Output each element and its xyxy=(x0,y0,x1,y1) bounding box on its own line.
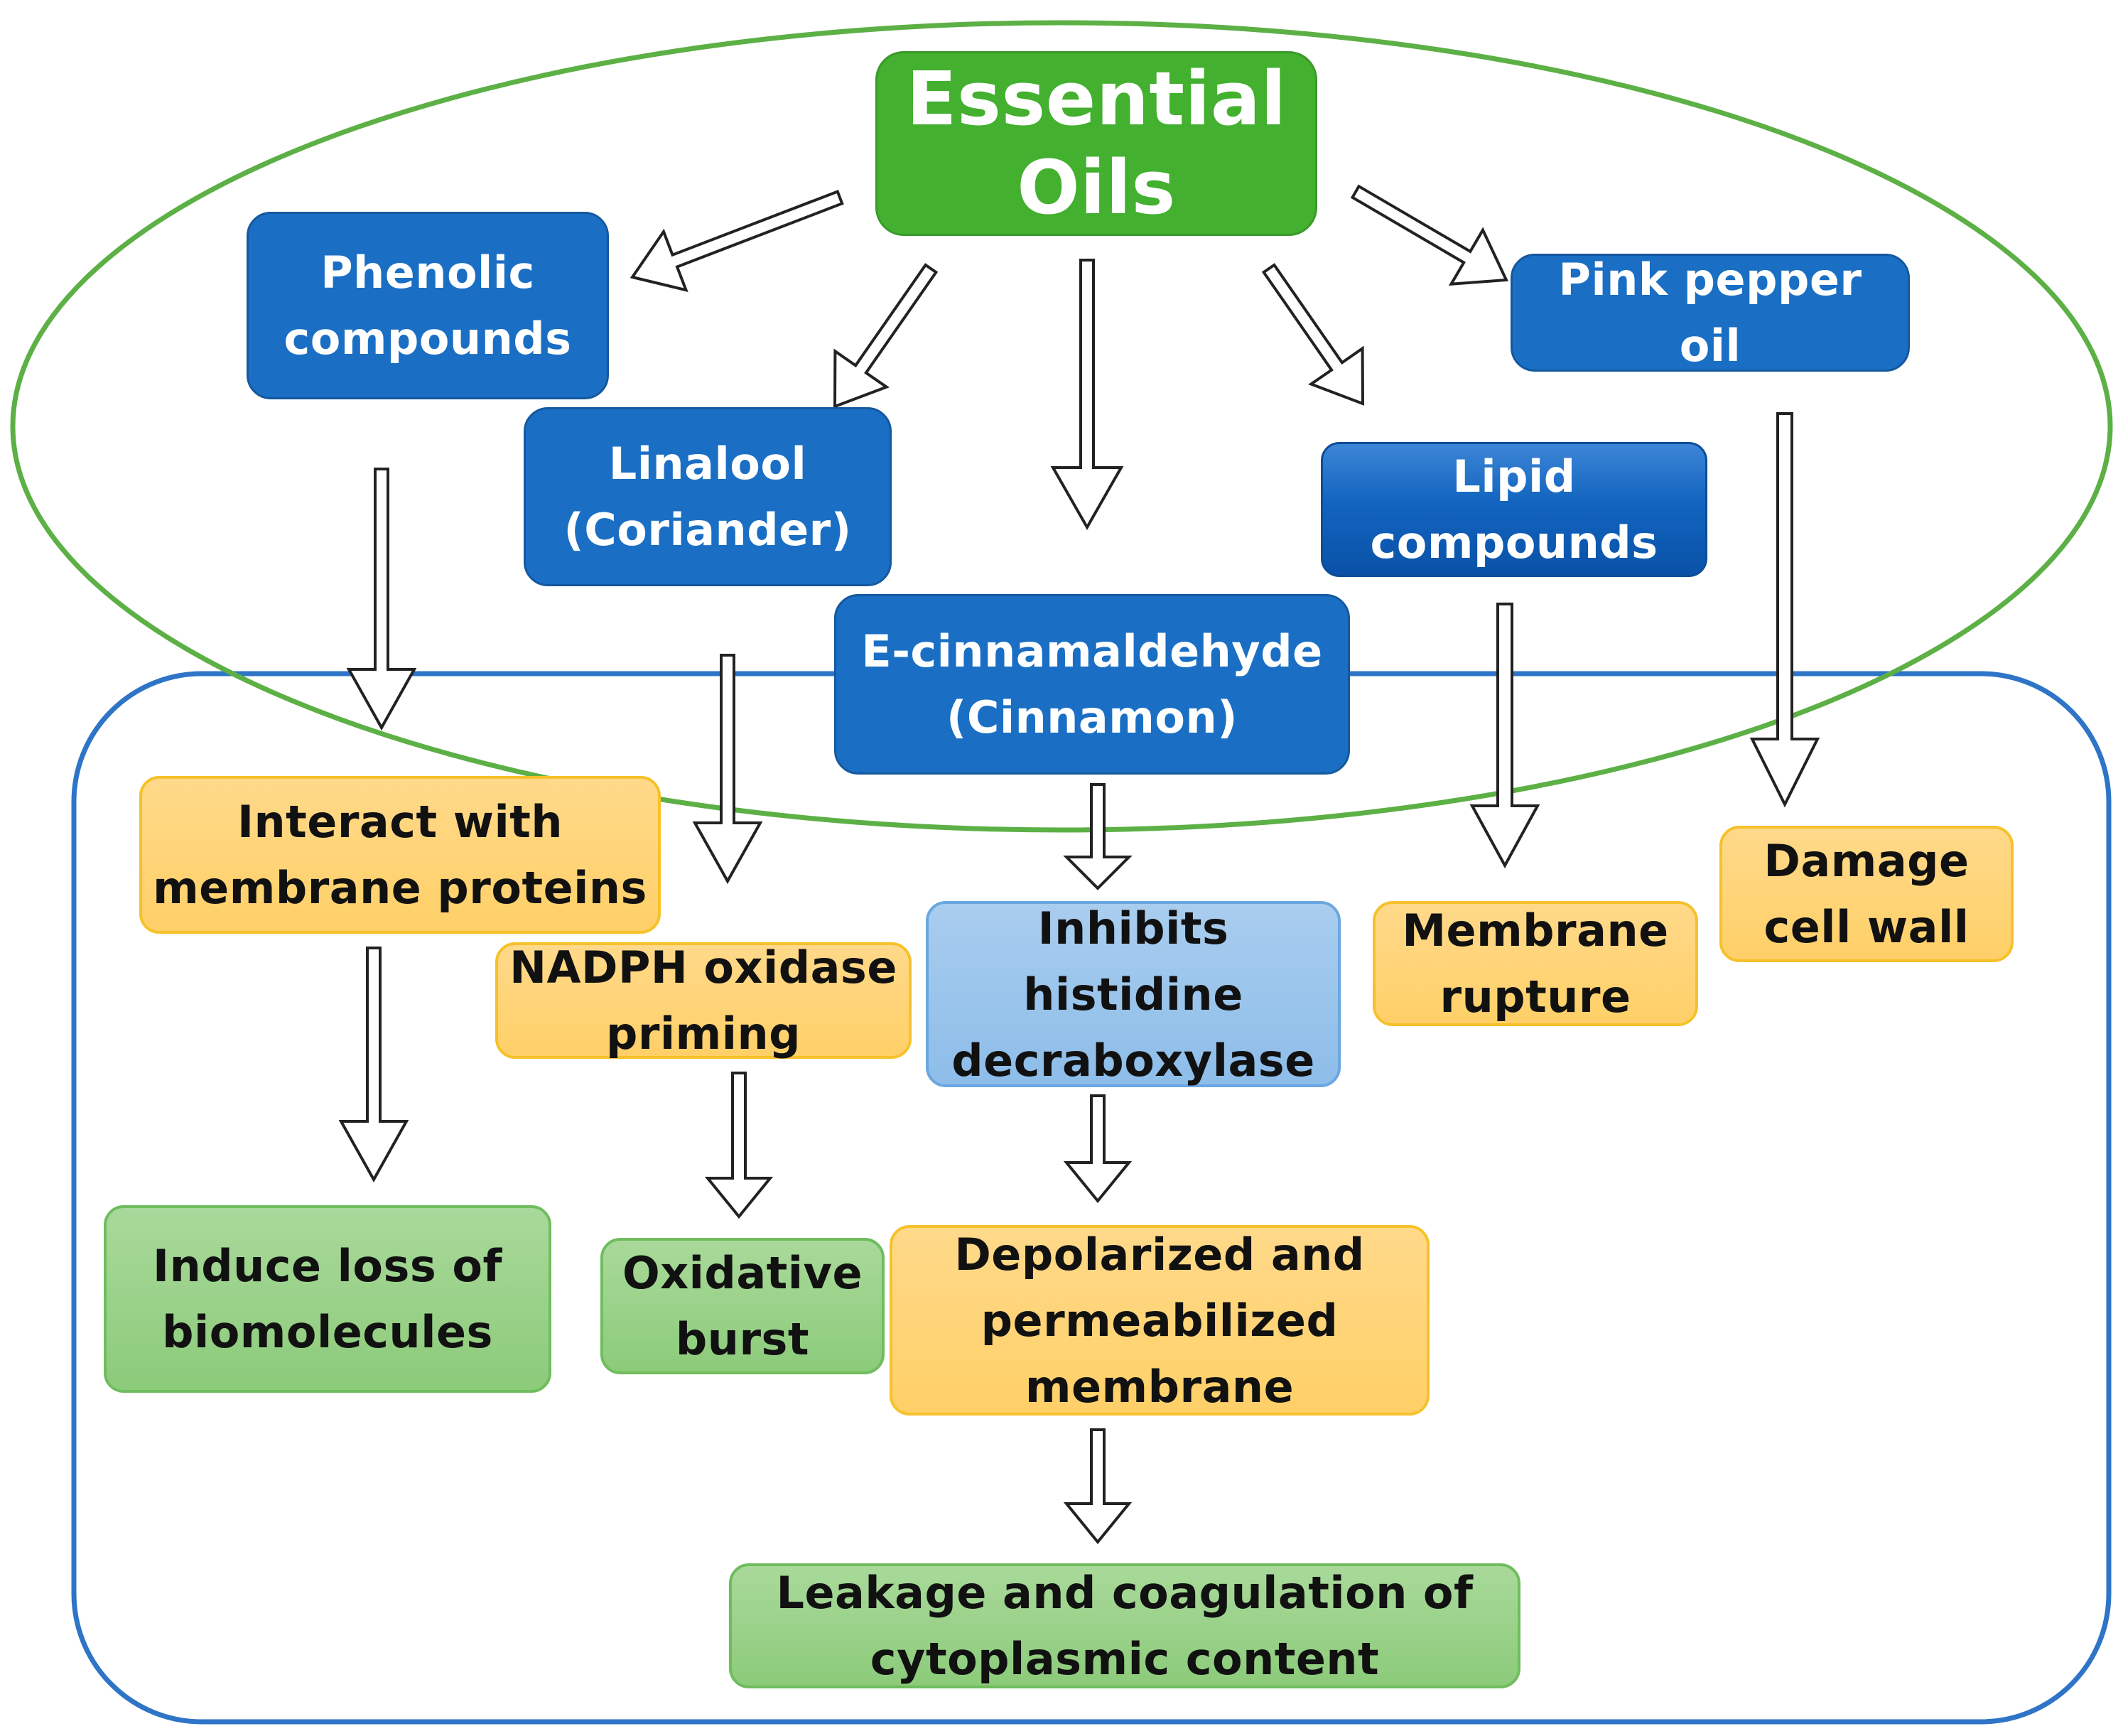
arrow-inhibits-depolarized xyxy=(1063,1094,1133,1204)
membrane-rupture-box: Membrane rupture xyxy=(1373,901,1698,1026)
arrow-layer xyxy=(338,184,1820,1545)
arrow-pink-damage xyxy=(1749,412,1820,808)
arrow-to-linalool xyxy=(833,263,939,409)
arrow-interact-loss xyxy=(338,947,409,1183)
inhibits-histidine-box: Inhibits histidine decraboxylase xyxy=(926,901,1341,1087)
phenolic-compounds-box: Phenolic compounds xyxy=(247,212,609,399)
arrow-linalool-nadph xyxy=(692,654,763,885)
damage-cell-wall-box: Damage cell wall xyxy=(1719,826,2014,962)
arrow-to-pink-pepper xyxy=(1350,184,1509,286)
arrow-lipid-rupture xyxy=(1469,603,1540,869)
essential-oils-box: Essential Oils xyxy=(875,51,1317,236)
arrow-to-phenolic xyxy=(630,190,844,293)
linalool-box: Linalool (Coriander) xyxy=(524,407,892,586)
arrow-cinnamaldehyde-inhibits xyxy=(1063,783,1133,890)
nadph-oxidase-priming-box: NADPH oxidase priming xyxy=(495,942,912,1060)
pink-pepper-oil-box: Pink pepper oil xyxy=(1511,254,1910,372)
arrow-depolarized-leakage xyxy=(1063,1428,1133,1545)
arrow-phenolic-interact xyxy=(346,468,417,731)
oxidative-burst-box: Oxidative burst xyxy=(600,1238,885,1374)
arrow-to-lipid xyxy=(1261,263,1365,406)
oil-ellipse xyxy=(10,20,2113,833)
leakage-coagulation-box: Leakage and coagulation of cytoplasmic c… xyxy=(729,1563,1520,1688)
lipid-compounds-box: Lipid compounds xyxy=(1321,442,1707,577)
cinnamaldehyde-box: E-cinnamaldehyde (Cinnamon) xyxy=(834,594,1350,775)
arrow-nadph-oxidative xyxy=(704,1072,774,1219)
induce-loss-biomolecules-box: Induce loss of biomolecules xyxy=(104,1205,551,1393)
arrow-to-cinnamaldehyde xyxy=(1050,259,1124,531)
depolarized-membrane-box: Depolarized and permeabilized membrane xyxy=(890,1225,1430,1416)
interact-membrane-proteins-box: Interact with membrane proteins xyxy=(139,776,661,934)
